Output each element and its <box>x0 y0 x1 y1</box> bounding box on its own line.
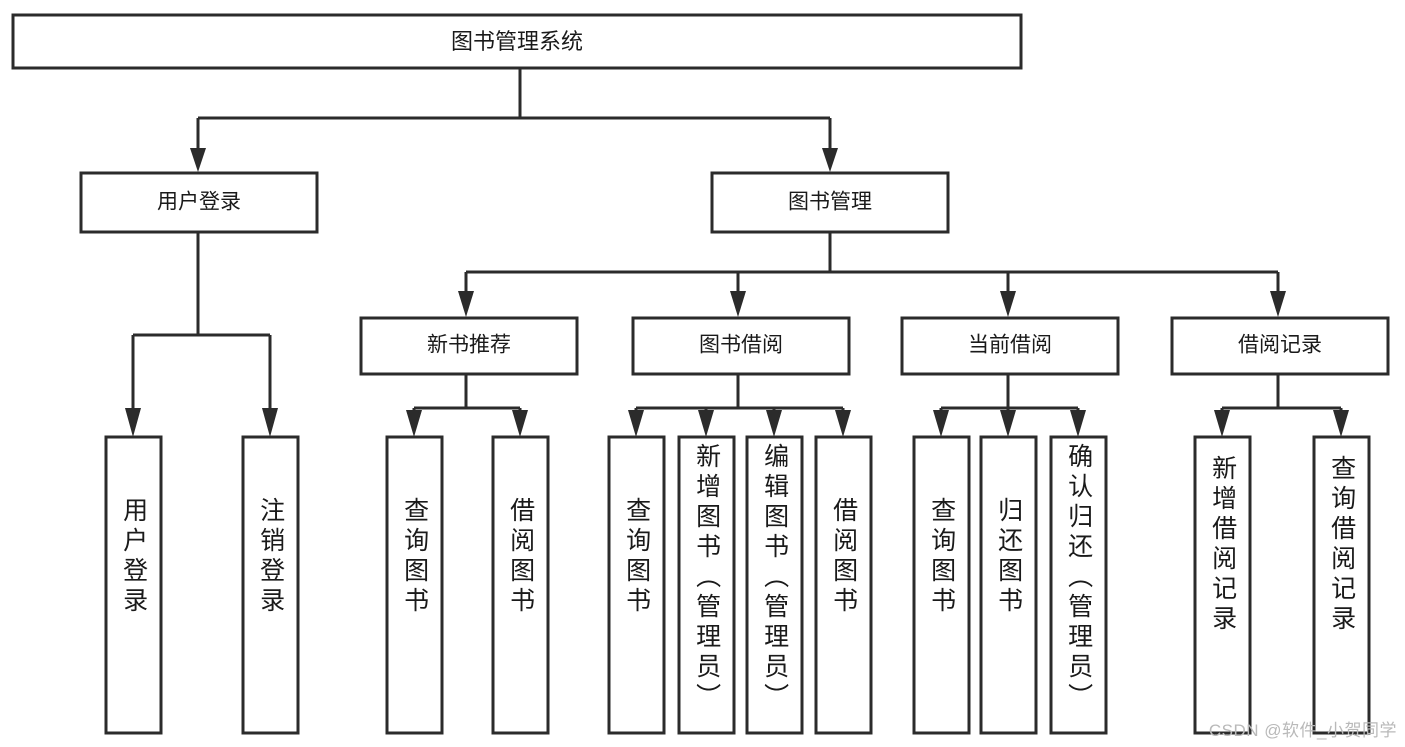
arrow-head-book-borrow <box>730 291 746 317</box>
connector-group-book-mgmt-children <box>458 232 1286 317</box>
node-new-book-recommend-label: 新书推荐 <box>427 334 511 357</box>
node-root-box[interactable] <box>11 13 1023 70</box>
arrow-head-new-book-recommend <box>458 291 474 317</box>
arrow-head-borrow-records <box>1270 291 1286 317</box>
connector-group-root-to-level2 <box>190 68 838 172</box>
node-root-label: 图书管理系统 <box>451 29 583 54</box>
leaf-boxes-user-login <box>104 435 300 735</box>
connector-group-current-borrow-children <box>933 375 1086 437</box>
leaf-box-cb-3[interactable] <box>1049 435 1108 735</box>
arrow-head-book-mgmt <box>822 148 838 172</box>
leaf-box-br-2[interactable] <box>1312 435 1371 735</box>
leaf-box-user-login-1[interactable] <box>104 435 163 735</box>
arrow-head-br-leaf-1 <box>1214 410 1230 437</box>
node-current-borrow-box[interactable] <box>900 316 1120 376</box>
node-user-login-box[interactable] <box>79 171 319 234</box>
node-user-login-label: 用户登录 <box>157 191 241 214</box>
leaf-box-cb-2[interactable] <box>979 435 1038 735</box>
leaf-box-cb-1[interactable] <box>912 435 971 735</box>
leaf-box-bb-1[interactable] <box>607 435 666 735</box>
leaf-boxes-new-book-recommend <box>385 435 550 735</box>
node-book-management-box[interactable] <box>710 171 950 234</box>
connector-group-borrow-records-children <box>1214 375 1349 437</box>
csdn-watermark: CSDN @软件_小贺同学 <box>1208 721 1397 740</box>
connector-group-user-login-children <box>125 232 278 437</box>
leaf-box-br-1[interactable] <box>1193 435 1252 735</box>
node-book-management-label: 图书管理 <box>788 191 872 214</box>
arrow-head-current-borrow <box>1000 291 1016 317</box>
node-borrow-records-box[interactable] <box>1170 316 1390 376</box>
arrow-head-bb-leaf-4 <box>835 410 851 437</box>
node-book-borrow[interactable]: 图书借阅 <box>631 316 851 376</box>
arrow-head-user-login-leaf-1 <box>125 408 141 437</box>
node-borrow-records[interactable]: 借阅记录 <box>1170 316 1390 376</box>
node-current-borrow-label: 当前借阅 <box>968 334 1052 357</box>
node-borrow-records-label: 借阅记录 <box>1238 334 1322 357</box>
arrow-head-bb-leaf-3 <box>766 410 782 437</box>
node-book-borrow-box[interactable] <box>631 316 851 376</box>
arrow-head-user-login-leaf-2 <box>262 408 278 437</box>
leaf-box-nbr-2[interactable] <box>491 435 550 735</box>
node-root-book-management-system[interactable]: 图书管理系统 <box>11 13 1023 70</box>
arrow-head-nbr-leaf-1 <box>406 410 422 437</box>
arrow-head-cb-leaf-3 <box>1070 410 1086 437</box>
arrow-head-bb-leaf-1 <box>628 410 644 437</box>
leaf-boxes-current-borrow <box>912 435 1108 735</box>
node-book-borrow-label: 图书借阅 <box>699 334 783 357</box>
node-user-login[interactable]: 用户登录 <box>79 171 319 234</box>
node-new-book-recommend-box[interactable] <box>359 316 579 376</box>
node-new-book-recommend[interactable]: 新书推荐 <box>359 316 579 376</box>
leaf-box-nbr-1[interactable] <box>385 435 444 735</box>
leaf-box-bb-3[interactable] <box>745 435 804 735</box>
leaf-box-user-login-2[interactable] <box>241 435 300 735</box>
node-current-borrow[interactable]: 当前借阅 <box>900 316 1120 376</box>
leaf-boxes-borrow-records <box>1193 435 1371 735</box>
leaf-boxes-book-borrow <box>607 435 873 735</box>
arrow-head-user-login <box>190 148 206 172</box>
arrow-head-bb-leaf-2 <box>698 410 714 437</box>
arrow-head-nbr-leaf-2 <box>512 410 528 437</box>
arrow-head-cb-leaf-2 <box>1000 410 1016 437</box>
leaf-box-bb-4[interactable] <box>814 435 873 735</box>
leaf-box-bb-2[interactable] <box>677 435 736 735</box>
node-book-management[interactable]: 图书管理 <box>710 171 950 234</box>
connector-group-new-book-recommend-children <box>406 375 528 437</box>
arrow-head-br-leaf-2 <box>1333 410 1349 437</box>
connector-group-book-borrow-children <box>628 375 851 437</box>
arrow-head-cb-leaf-1 <box>933 410 949 437</box>
